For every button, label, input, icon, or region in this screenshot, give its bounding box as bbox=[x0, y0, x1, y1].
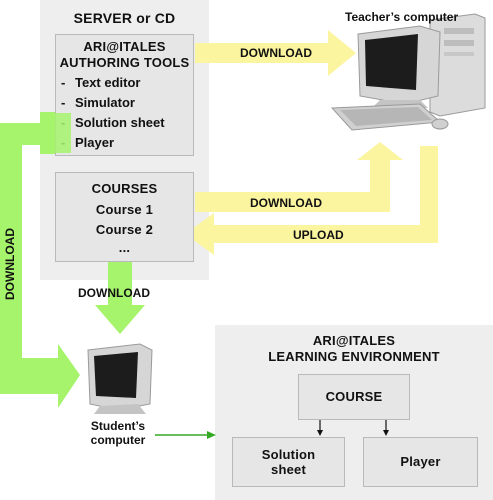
course-item-2: Course 2 bbox=[95, 222, 154, 237]
tool-label-player: Player bbox=[75, 135, 115, 150]
yellow-download-arrow-tools bbox=[195, 30, 356, 76]
tool-item: -Simulator bbox=[61, 95, 135, 110]
authoring-title-line1: ARI@ITALES bbox=[83, 39, 166, 54]
student-computer-icon bbox=[87, 343, 153, 414]
course-to-solution-arrowhead bbox=[317, 430, 323, 436]
learning-env-title-line1: ARI@ITALES bbox=[312, 333, 396, 348]
download-left-label: DOWNLOAD bbox=[3, 228, 17, 300]
student-computer-label: Student’s computer bbox=[78, 419, 158, 447]
tool-label-solution-sheet: Solution sheet bbox=[75, 115, 165, 130]
courses-box: COURSES Course 1 Course 2 ... bbox=[55, 172, 194, 262]
solution-sheet-box: Solution sheet bbox=[232, 437, 345, 487]
tool-label-text-editor: Text editor bbox=[75, 75, 141, 90]
download-down-label: DOWNLOAD bbox=[78, 286, 150, 300]
learning-env-title-line2: LEARNING ENVIRONMENT bbox=[268, 349, 440, 364]
download-courses-label: DOWNLOAD bbox=[250, 196, 322, 210]
green-arrow-overlay bbox=[55, 113, 71, 153]
tool-item: -Solution sheet bbox=[61, 113, 165, 133]
server-title: SERVER or CD bbox=[73, 10, 176, 26]
authoring-title-line2: AUTHORING TOOLS bbox=[59, 55, 190, 70]
course-item-1: Course 1 bbox=[95, 202, 154, 217]
course-to-player-arrowhead bbox=[383, 430, 389, 436]
yellow-download-arrow-courses bbox=[195, 142, 403, 212]
learning-course-box: COURSE bbox=[298, 374, 410, 420]
player-box: Player bbox=[363, 437, 478, 487]
yellow-upload-arrow bbox=[185, 146, 438, 255]
authoring-tools-box: ARI@ITALES AUTHORING TOOLS -Text editor … bbox=[55, 34, 194, 156]
course-item-ellipsis: ... bbox=[118, 240, 131, 255]
courses-title: COURSES bbox=[91, 181, 158, 196]
student-label-line1: Student’s bbox=[90, 419, 146, 433]
student-to-env-arrowhead bbox=[207, 431, 216, 439]
download-tools-label: DOWNLOAD bbox=[240, 46, 312, 60]
green-download-arrow-left bbox=[0, 123, 80, 408]
tool-item: -Text editor bbox=[61, 75, 141, 90]
upload-label: UPLOAD bbox=[293, 228, 344, 242]
solution-label-line2: sheet bbox=[271, 462, 306, 477]
teacher-computer-icon bbox=[330, 13, 486, 131]
green-download-arrow-down bbox=[95, 262, 145, 334]
student-label-line2: computer bbox=[90, 433, 146, 447]
teacher-computer-label: Teacher’s computer bbox=[345, 10, 459, 24]
solution-label-line1: Solution bbox=[261, 447, 316, 462]
tool-label-simulator: Simulator bbox=[75, 95, 135, 110]
